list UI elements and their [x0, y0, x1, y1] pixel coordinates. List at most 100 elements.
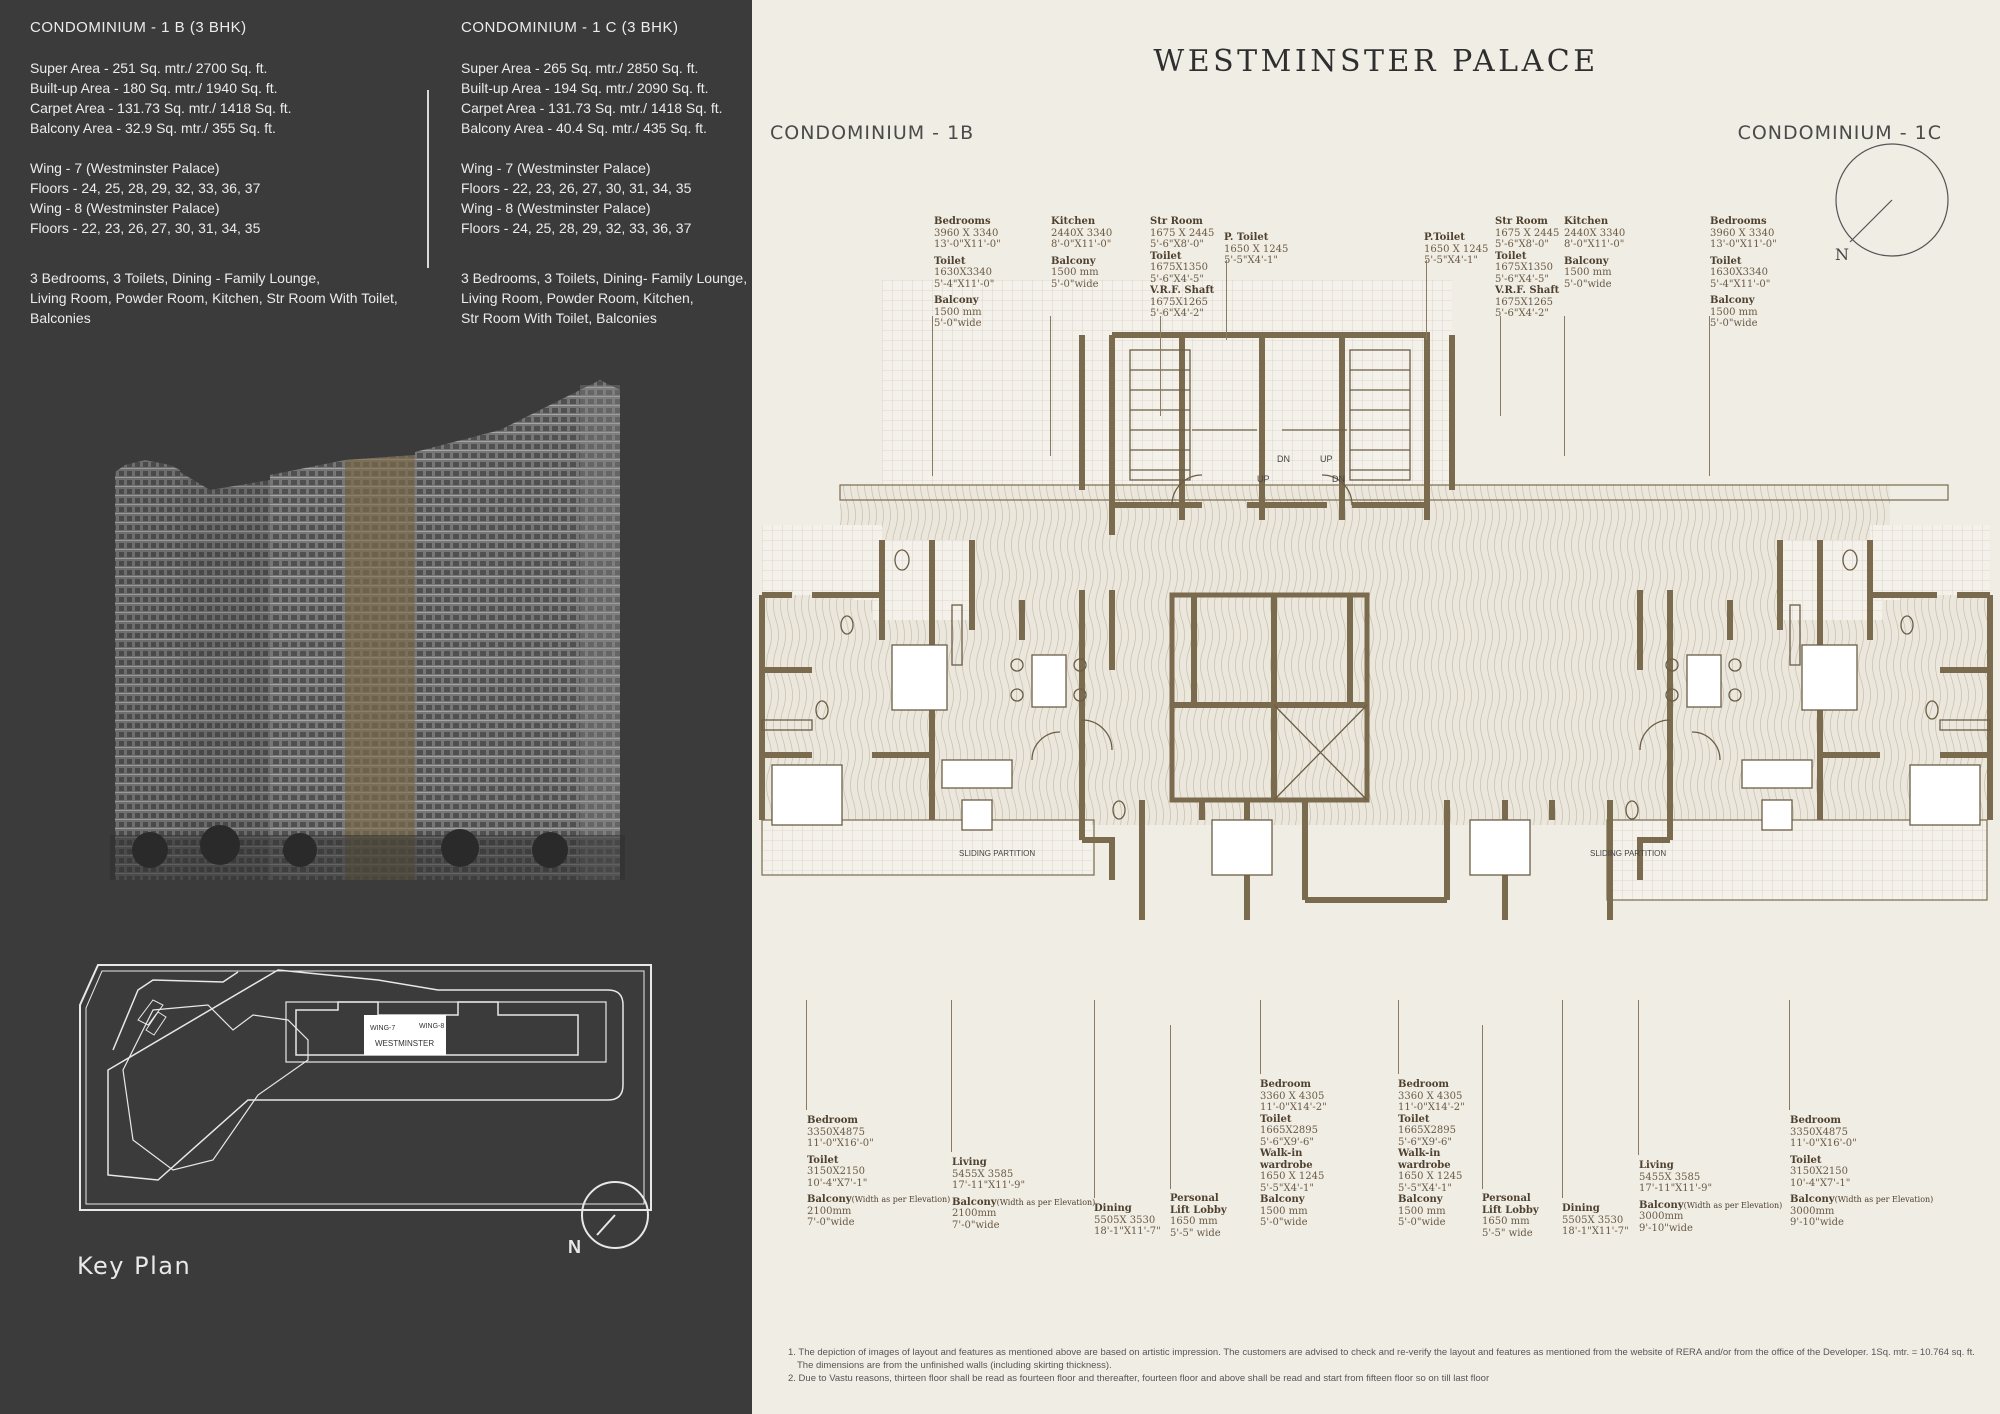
unit-1b-details: CONDOMINIUM - 1 B (3 BHK) Super Area - 2…	[30, 18, 410, 348]
callout-line: 2100mm	[807, 1205, 852, 1217]
callout-line: Bedrooms	[1710, 216, 1767, 227]
callout-line: 5'-0"wide	[934, 318, 982, 329]
callout-line: Dining	[1094, 1203, 1132, 1214]
callout-line: 5'-4"X11'-0"	[1710, 278, 1771, 290]
callout-line: Balcony(Width as per Elevation)	[952, 1196, 1096, 1208]
callout-line: 1630X3340	[1710, 267, 1769, 278]
callout-line: 11'-0"X16'-0"	[807, 1138, 874, 1149]
callout-line: 10'-4"X7'-1"	[807, 1177, 868, 1189]
callout-line: 5'-0"wide	[1260, 1217, 1308, 1228]
features-line: Living Room, Powder Room, Kitchen,	[461, 290, 694, 306]
callout-line: Walk-in	[1398, 1148, 1441, 1159]
floor-plan-panel: WESTMINSTER PALACE CONDOMINIUM - 1B COND…	[752, 0, 2000, 1414]
callout-line: 5505X 3530	[1562, 1214, 1624, 1226]
callout-line: 3360 X 4305	[1398, 1090, 1463, 1102]
callout-note: (Width as per Elevation)	[851, 1195, 951, 1204]
callout-line: Str Room	[1495, 216, 1548, 227]
callout-line: 5'-5"X4'-1"	[1224, 255, 1279, 266]
bottom-leader-line	[1638, 1000, 1639, 1155]
compass-north-icon: N	[568, 1181, 649, 1257]
unit-1c-features: 3 Bedrooms, 3 Toilets, Dining- Family Lo…	[461, 268, 751, 328]
callout-line: Toilet	[934, 255, 966, 267]
callout-line: 5'-4"X11'-0"	[934, 278, 995, 290]
callout-line: Bedrooms	[934, 216, 991, 227]
balcony-area: Balcony Area - 32.9 Sq. mtr./ 355 Sq. ft…	[30, 120, 276, 136]
callout-line: Bedroom	[1398, 1079, 1449, 1090]
callout-line: 1500 mm	[1564, 267, 1612, 278]
bottom-leader-line	[1398, 1000, 1399, 1074]
stair-label: UP	[1320, 454, 1333, 464]
callout-line: Kitchen	[1051, 216, 1096, 227]
unit-1c-areas: Super Area - 265 Sq. mtr./ 2850 Sq. ft. …	[461, 58, 751, 138]
balcony-area: Balcony Area - 40.4 Sq. mtr./ 435 Sq. ft…	[461, 120, 707, 136]
callout-line: 5'-5" wide	[1170, 1227, 1221, 1239]
callout-line: 3000mm	[1639, 1211, 1684, 1222]
top-leader-line	[1426, 260, 1427, 340]
carpet-area: Carpet Area - 131.73 Sq. mtr./ 1418 Sq. …	[30, 100, 292, 116]
bottom-leader-line	[1260, 1000, 1261, 1074]
top-leader-line	[1160, 316, 1161, 416]
callout-note: (Width as per Elevation)	[996, 1197, 1096, 1207]
bottom-leader-line	[951, 1000, 952, 1152]
callout-line: Balcony	[934, 295, 979, 306]
note-2: 2. Due to Vastu reasons, thirteen floor …	[788, 1373, 1490, 1384]
note-1: 1. The depiction of images of layout and…	[788, 1347, 1975, 1358]
wing-line: Wing - 8 (Westminster Palace)	[461, 200, 651, 216]
callout-line: Balcony	[1260, 1194, 1305, 1205]
callout-line: 7'-0"wide	[952, 1219, 1000, 1231]
unit-1b-title: CONDOMINIUM - 1 B (3 BHK)	[30, 19, 247, 36]
callout-line: 5'-6"X9'-6"	[1398, 1136, 1453, 1148]
callout-line: 1675X1265	[1495, 296, 1554, 308]
features-line: Living Room, Powder Room, Kitchen, Str R…	[30, 290, 398, 306]
features-line: Balconies	[30, 310, 91, 326]
callout-line: 1665X2895	[1260, 1125, 1319, 1136]
unit-1c-label: CONDOMINIUM - 1C	[1737, 122, 1942, 144]
callout-line: Living	[1639, 1160, 1674, 1171]
callout-line: 1650 X 1245	[1398, 1171, 1463, 1182]
callout-line: 9'-10"wide	[1790, 1217, 1844, 1228]
callout-line: 17'-11"X11'-9"	[952, 1180, 1026, 1191]
callout-line: 1630X3340	[934, 267, 993, 278]
callout-line: 3960 X 3340	[934, 227, 999, 239]
floors-line: Floors - 24, 25, 28, 29, 32, 33, 36, 37	[461, 220, 692, 236]
features-line: Str Room With Toilet, Balconies	[461, 310, 657, 326]
callout-line: 1665X2895	[1398, 1125, 1457, 1136]
bottom-leader-line	[1789, 1000, 1790, 1110]
top-leader-line	[1709, 316, 1710, 476]
callout-line: 5'-5"X4'-1"	[1398, 1182, 1453, 1194]
callout-line: Walk-in	[1260, 1148, 1303, 1159]
callout-line: 1675X1350	[1495, 262, 1554, 273]
callout-line: Balcony	[1710, 295, 1755, 306]
callout-line: Toilet	[807, 1154, 839, 1166]
callout-line: 8'-0"X11'-0"	[1564, 239, 1625, 250]
callout-line: 3350X4875	[807, 1126, 866, 1138]
callout-line: Balcony(Width as per Elevation)	[1639, 1199, 1783, 1211]
info-panel: CONDOMINIUM - 1 B (3 BHK) Super Area - 2…	[0, 0, 752, 1414]
callout-line: 1650 X 1245	[1224, 243, 1289, 255]
callout-line: Toilet	[1398, 1113, 1430, 1125]
top-leader-line	[1226, 260, 1227, 340]
callout-line: 5'-5"X4'-1"	[1260, 1182, 1315, 1194]
bottom-leader-line	[1482, 1025, 1483, 1189]
callout-line: 5'-0"wide	[1051, 278, 1099, 290]
callout-line: 5505X 3530	[1094, 1214, 1156, 1226]
callout-line: 18'-1"X11'-7"	[1094, 1226, 1161, 1237]
callout-line: Balcony	[1398, 1194, 1443, 1205]
callout-line: 1650 X 1245	[1260, 1171, 1325, 1182]
unit-1b-label: CONDOMINIUM - 1B	[770, 122, 975, 144]
unit-1c-title: CONDOMINIUM - 1 C (3 BHK)	[461, 19, 679, 36]
callout-line: 17'-11"X11'-9"	[1639, 1183, 1713, 1194]
partition-label: SLIDING PARTITION	[1590, 849, 1666, 858]
callout-line: wardrobe	[1398, 1159, 1451, 1171]
callout-line: 5'-6"X4'-5"	[1495, 273, 1550, 285]
unit-1b-wings: Wing - 7 (Westminster Palace) Floors - 2…	[30, 158, 410, 238]
